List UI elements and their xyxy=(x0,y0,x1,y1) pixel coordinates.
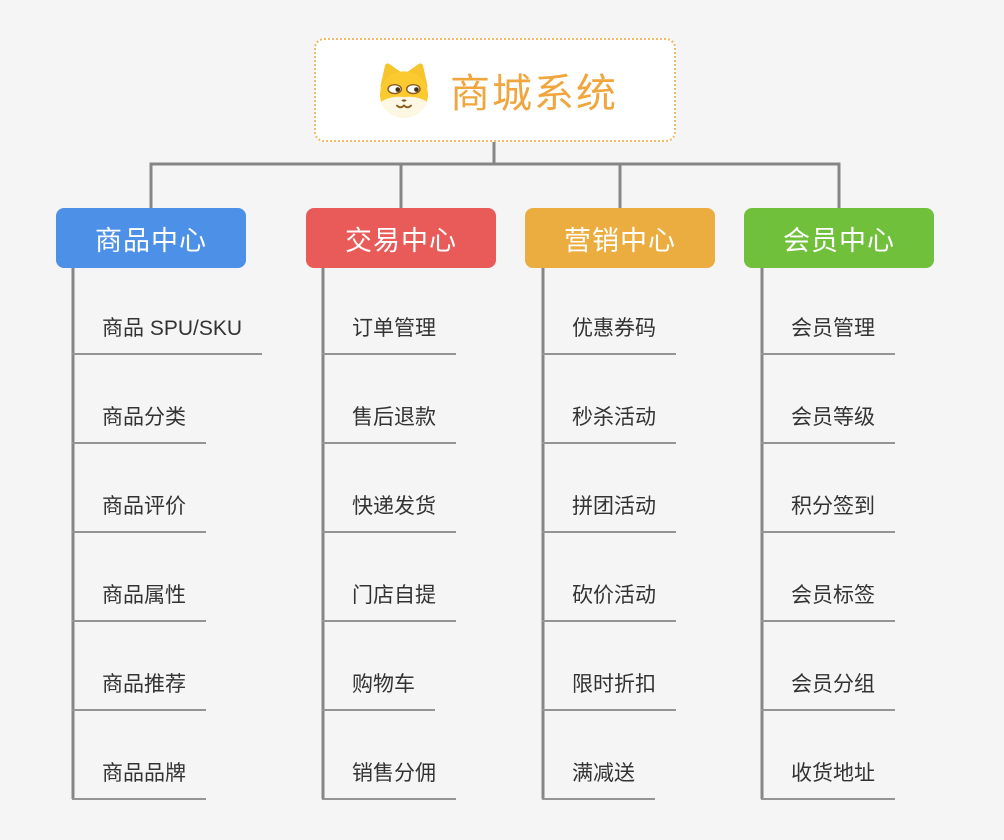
child-node-full-reduction[interactable]: 满减送 xyxy=(542,758,655,800)
child-node-express-delivery[interactable]: 快递发货 xyxy=(322,491,456,533)
root-node[interactable]: 商城系统 xyxy=(314,38,676,142)
root-title: 商城系统 xyxy=(450,72,618,116)
child-node-product-review[interactable]: 商品评价 xyxy=(72,491,206,533)
branch-node-marketing-center[interactable]: 营销中心 xyxy=(525,208,715,268)
child-node-member-level[interactable]: 会员等级 xyxy=(761,402,895,444)
child-node-points-checkin[interactable]: 积分签到 xyxy=(761,491,895,533)
branch-node-trade-center[interactable]: 交易中心 xyxy=(306,208,496,268)
child-node-limited-time-discount[interactable]: 限时折扣 xyxy=(542,669,676,711)
child-node-shipping-address[interactable]: 收货地址 xyxy=(761,758,895,800)
child-node-product-brand[interactable]: 商品品牌 xyxy=(72,758,206,800)
branch-node-product-center[interactable]: 商品中心 xyxy=(56,208,246,268)
shiba-dog-icon xyxy=(380,63,428,118)
child-node-product-attribute[interactable]: 商品属性 xyxy=(72,580,206,622)
child-node-product-category[interactable]: 商品分类 xyxy=(72,402,206,444)
child-node-order-management[interactable]: 订单管理 xyxy=(322,313,456,355)
child-node-sales-commission[interactable]: 销售分佣 xyxy=(322,758,456,800)
child-node-product-recommend[interactable]: 商品推荐 xyxy=(72,669,206,711)
child-node-bargain-activity[interactable]: 砍价活动 xyxy=(542,580,676,622)
child-node-store-pickup[interactable]: 门店自提 xyxy=(322,580,456,622)
child-node-group-buy[interactable]: 拼团活动 xyxy=(542,491,676,533)
child-node-member-management[interactable]: 会员管理 xyxy=(761,313,895,355)
child-node-coupon-code[interactable]: 优惠券码 xyxy=(542,313,676,355)
child-node-member-tag[interactable]: 会员标签 xyxy=(761,580,895,622)
child-node-product-spu-sku[interactable]: 商品 SPU/SKU xyxy=(72,313,263,355)
child-node-flash-sale[interactable]: 秒杀活动 xyxy=(542,402,676,444)
child-node-member-group[interactable]: 会员分组 xyxy=(761,669,895,711)
branch-node-member-center[interactable]: 会员中心 xyxy=(744,208,934,268)
child-node-after-sale-refund[interactable]: 售后退款 xyxy=(322,402,456,444)
child-node-shopping-cart[interactable]: 购物车 xyxy=(322,669,435,711)
